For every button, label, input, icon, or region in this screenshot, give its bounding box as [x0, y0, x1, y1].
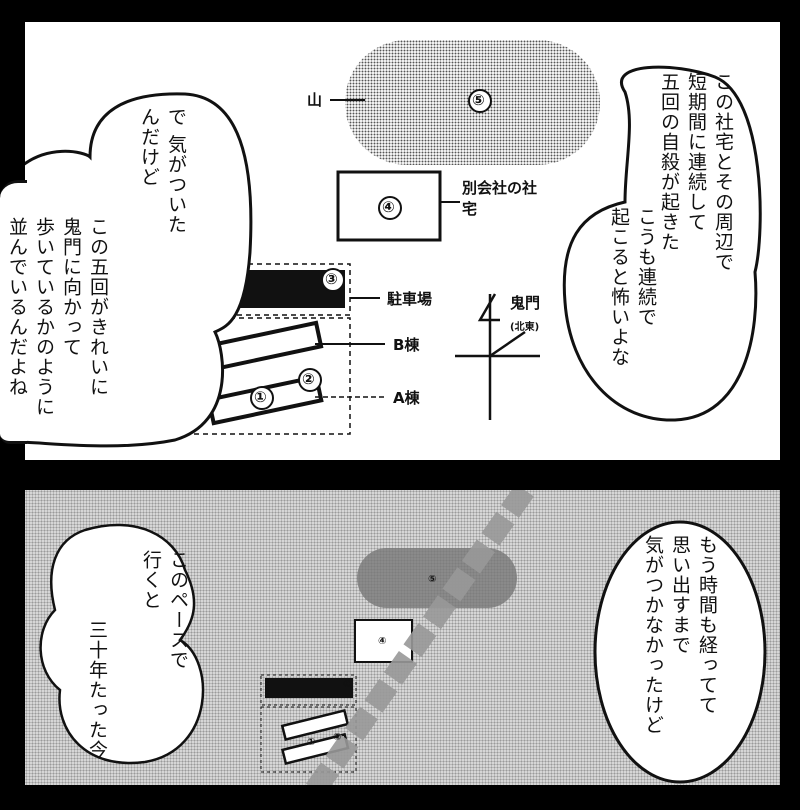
bubble-right-text-1: この社宅とその周辺で短期間に連続して五回の自殺が起きた [658, 72, 734, 272]
top-panel: 山 ⑤ ④ 別会社の社宅 ③ 駐車場 B棟 A棟 ① ② 鬼門 (北東) で 気… [25, 22, 780, 460]
building-b-label: B棟 [393, 336, 420, 354]
marker-4-small: ④ [378, 636, 387, 647]
bubble-bottom-right-text: もう時間も経ってて思い出すまで気がつかなかったけど [642, 535, 718, 735]
marker-1-small: ① [307, 737, 316, 748]
map-diagram [25, 40, 762, 448]
map-diagram-small [39, 490, 767, 785]
kimon-line [305, 490, 535, 785]
marker-2-small: ② [333, 732, 342, 743]
other-housing-label: 別会社の社宅 [462, 179, 538, 218]
mountain-label: 山 [307, 91, 323, 109]
bubble-bottom-left-text-2: 三十年たった今 [86, 620, 108, 760]
speech-bubble-bottom-right [593, 520, 767, 784]
bubble-bottom-left-text-1: このペースで行くと [140, 550, 189, 670]
bottom-panel: ⑤ ④ ③ ① ② このペースで行くと 三十年たった今 もう時間も経ってて思い出… [25, 490, 780, 785]
speech-bubble-bottom-left [39, 523, 205, 765]
marker-5-small: ⑤ [428, 574, 437, 585]
speech-bubble-left-overflow [0, 180, 27, 444]
compass [455, 293, 540, 420]
marker-2: ② [302, 370, 315, 388]
bubble-left-text-2: この五回がきれいに鬼門に向かって歩いているかのように並んでいるんだよね [6, 217, 109, 417]
marker-5: ⑤ [472, 91, 485, 109]
marker-1: ① [254, 388, 267, 406]
building-b [206, 320, 324, 372]
marker-4: ④ [382, 198, 395, 216]
kimon-label: 鬼門 [510, 294, 541, 312]
bubble-right-text-2: こうも連続で起こると怖いよな [608, 207, 657, 367]
bubble-left-text-1: で 気がついたんだけど [138, 107, 187, 235]
marker-3-small: ③ [343, 679, 352, 690]
marker-3: ③ [325, 270, 338, 288]
parking-label: 駐車場 [387, 290, 433, 308]
speech-bubble-right [562, 65, 762, 422]
building-a-label: A棟 [393, 389, 420, 407]
kimon-direction: (北東) [510, 322, 540, 333]
speech-bubble-left [25, 92, 253, 448]
